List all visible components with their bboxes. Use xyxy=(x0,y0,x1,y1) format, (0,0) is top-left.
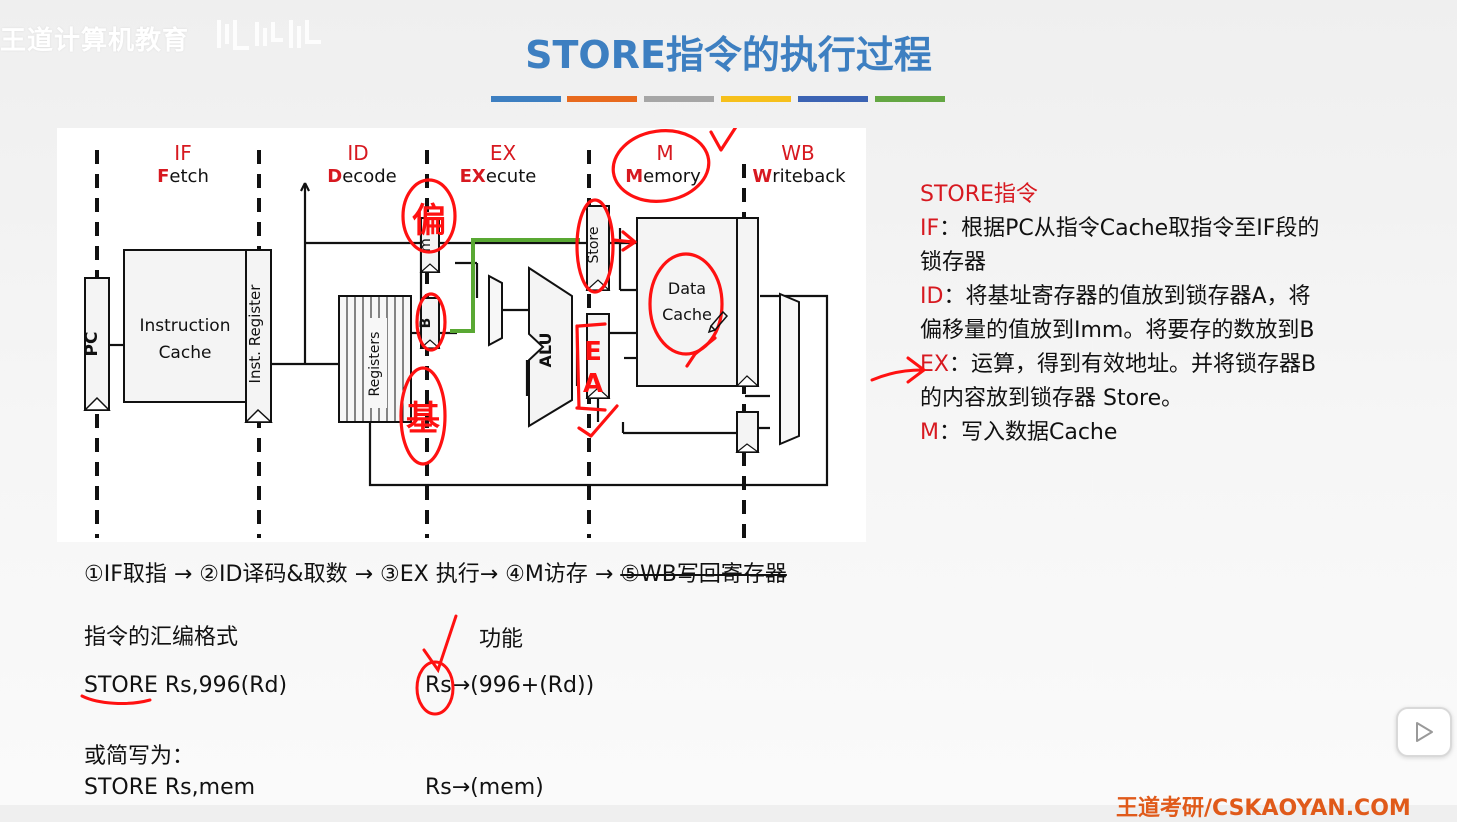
svg-text:ALU: ALU xyxy=(536,333,555,368)
svg-text:Inst. Register: Inst. Register xyxy=(246,284,264,384)
svg-text:偏: 偏 xyxy=(412,201,446,241)
panel-if-line-2: 锁存器 xyxy=(920,250,987,275)
svg-text:ID: ID xyxy=(347,141,368,165)
svg-text:WB: WB xyxy=(781,141,815,165)
title-color-bar-1 xyxy=(491,96,561,102)
watermark-logo xyxy=(217,20,321,50)
panel-ex-line-2: 的内容放到锁存器 Store。 xyxy=(920,386,1184,411)
store-short-instruction: STORE Rs,mem xyxy=(84,775,256,800)
mwb-latch-lower xyxy=(735,411,760,453)
instruction-cache: Instruction Cache xyxy=(123,249,247,403)
writeback-struck: ⑤WB写回寄存器 xyxy=(620,562,787,587)
inst-register-latch: Inst. Register xyxy=(244,249,273,423)
svg-text:Registers: Registers xyxy=(367,332,383,397)
svg-text:M: M xyxy=(656,141,673,165)
alu-input-mux xyxy=(488,274,503,347)
svg-text:基: 基 xyxy=(406,399,440,439)
pipeline-diagram: IF Fetch ID Decode EX EXecute M Memory W… xyxy=(57,128,866,542)
title-color-bar-5 xyxy=(798,96,868,102)
svg-text:Cache: Cache xyxy=(662,305,712,324)
register-file: Registers xyxy=(338,295,412,423)
stage-label-if: IF Fetch xyxy=(157,141,209,187)
title-color-bar-6 xyxy=(875,96,945,102)
b-latch: B xyxy=(418,297,441,349)
hand-annotations: 偏 基 E A xyxy=(399,128,738,466)
store-explanation-panel: STORE指令 IF：根据PC从指令Cache取指令至IF段的 锁存器 ID：将… xyxy=(920,178,1440,450)
ea-latch xyxy=(585,313,611,399)
play-icon xyxy=(1416,722,1433,742)
pencil-cursor-icon xyxy=(707,310,729,334)
writeback-mux xyxy=(779,292,800,446)
format-header: 指令的汇编格式 xyxy=(84,625,239,650)
pipeline-flow: ①IF取指 → ②ID译码&取数 → ③EX 执行→ ④M访存 → ⑤WB写回寄… xyxy=(84,562,787,587)
stage-label-ex: EX EXecute xyxy=(460,141,537,187)
svg-text:A: A xyxy=(583,369,603,399)
svg-text:IF: IF xyxy=(174,141,191,165)
title-color-bar-4 xyxy=(721,96,791,102)
svg-text:EX: EX xyxy=(490,141,517,165)
footer-brand: 王道考研/CSKAOYAN.COM xyxy=(1116,796,1411,821)
mwb-latch-upper xyxy=(735,217,760,387)
ex-pointer-arrow-icon xyxy=(870,356,927,384)
video-play-button[interactable] xyxy=(1396,707,1452,757)
svg-text:Data: Data xyxy=(668,279,706,298)
page-title: STORE指令的执行过程 xyxy=(525,33,932,77)
format-hand-annotations xyxy=(80,614,458,716)
panel-id-line-2: 偏移量的值放到Imm。将要存的数放到B xyxy=(920,318,1315,343)
alu: ALU xyxy=(528,266,573,428)
panel-id-line: ID：将基址寄存器的值放到锁存器A，将 xyxy=(920,284,1311,309)
watermark: 王道计算机教育 xyxy=(0,26,190,56)
svg-text:Instruction: Instruction xyxy=(140,316,231,336)
stage-label-id: ID Decode xyxy=(327,141,396,187)
store-instruction: STORE Rs,996(Rd) xyxy=(84,673,288,698)
svg-text:Cache: Cache xyxy=(159,343,212,363)
svg-text:Store: Store xyxy=(586,226,602,263)
svg-text:Decode: Decode xyxy=(327,166,396,187)
svg-text:B: B xyxy=(418,318,434,329)
panel-m-line: M：写入数据Cache xyxy=(920,420,1118,445)
svg-text:m: m xyxy=(418,238,434,252)
panel-heading: STORE指令 xyxy=(920,182,1038,207)
svg-text:Fetch: Fetch xyxy=(157,166,209,187)
store-short-function: Rs→(mem) xyxy=(425,775,544,800)
pc-register: PC xyxy=(82,277,111,411)
short-form-label: 或简写为： xyxy=(84,744,195,769)
svg-text:Memory: Memory xyxy=(625,166,701,187)
title-color-bar-3 xyxy=(644,96,714,102)
panel-if-line: IF：根据PC从指令Cache取指令至IF段的 xyxy=(920,216,1320,241)
svg-text:Writeback: Writeback xyxy=(752,166,846,187)
panel-ex-line: EX：运算，得到有效地址。并将锁存器B xyxy=(920,352,1317,377)
stage-label-wb: WB Writeback xyxy=(752,141,846,187)
svg-text:EXecute: EXecute xyxy=(460,166,537,187)
store-forward-path xyxy=(450,238,580,333)
data-cache: Data Cache xyxy=(636,217,738,387)
imm-latch: m xyxy=(418,217,441,273)
stage-label-m: M Memory xyxy=(625,141,701,187)
svg-text:PC: PC xyxy=(82,332,102,357)
function-header: 功能 xyxy=(479,627,524,652)
svg-text:E: E xyxy=(584,337,602,367)
store-latch: Store xyxy=(585,205,611,291)
title-color-bar-2 xyxy=(567,96,637,102)
